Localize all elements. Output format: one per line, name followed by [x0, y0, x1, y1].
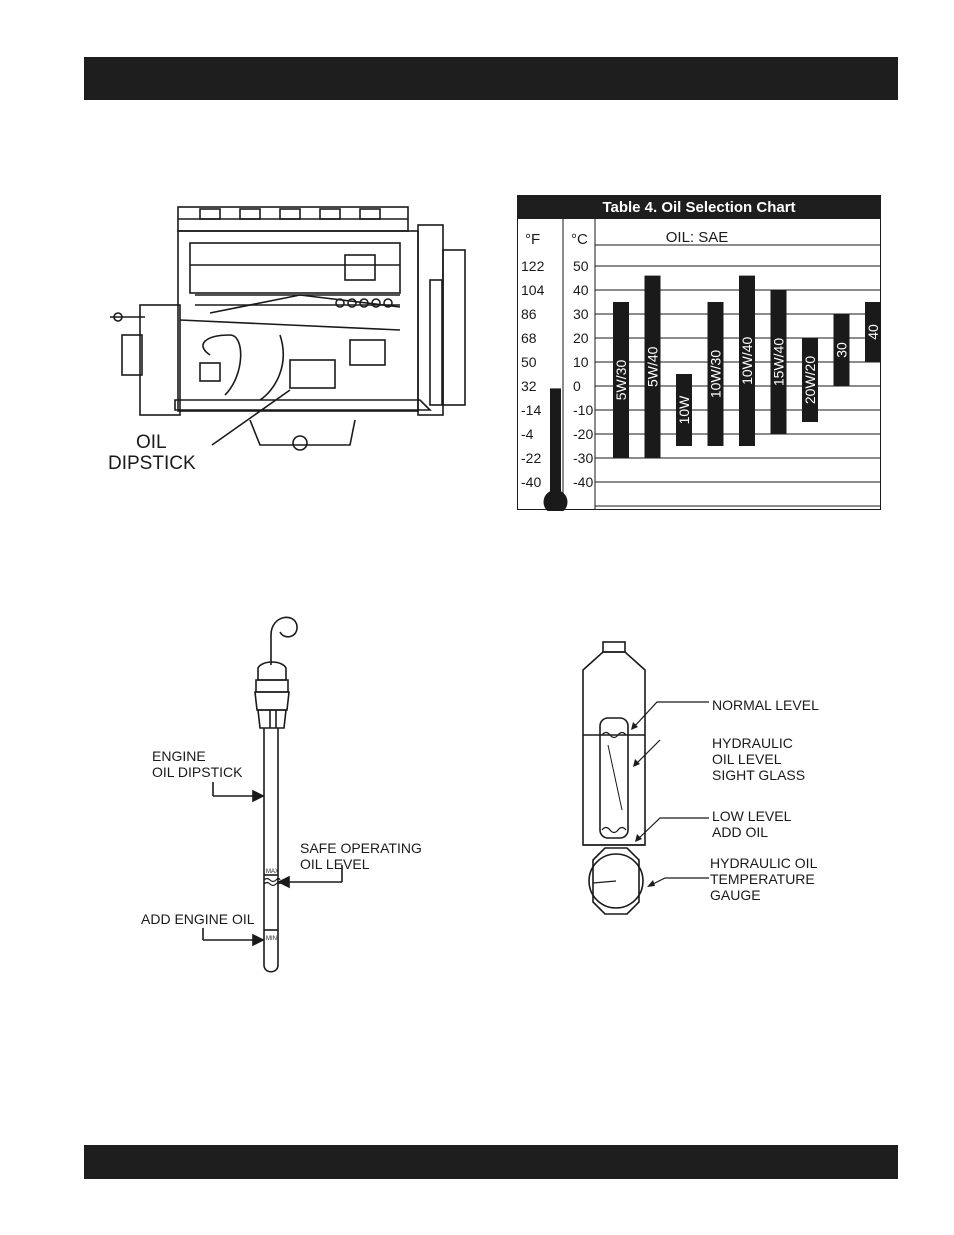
oil-dipstick-callout-line2: DIPSTICK — [108, 453, 196, 474]
celsius-tick: 50 — [573, 258, 589, 274]
engine-label-line2: OIL DIPSTICK — [152, 764, 243, 780]
celsius-tick: 10 — [573, 354, 589, 370]
celsius-tick: 40 — [573, 282, 589, 298]
engine-illustration — [110, 206, 466, 451]
thermometer-column — [550, 388, 561, 500]
max-mark: MAX — [266, 869, 279, 875]
fahrenheit-tick: 86 — [521, 306, 537, 322]
chart-title: Table 4. Oil Selection Chart — [602, 199, 795, 216]
celsius-tick: -40 — [573, 474, 593, 490]
celsius-tick: -20 — [573, 426, 593, 442]
thermometer-bulb — [543, 490, 568, 511]
fahrenheit-tick: 68 — [521, 330, 537, 346]
dipstick-callout-arrows — [202, 782, 343, 947]
fahrenheit-tick: -40 — [521, 474, 541, 490]
oil-grade-label: 20W/20 — [802, 356, 818, 404]
gauge-label-line1: HYDRAULIC OIL — [710, 855, 818, 871]
oil-selection-chart: Table 4. Oil Selection Chart °F °C OIL: … — [517, 195, 881, 511]
oil-grade-bar — [739, 275, 755, 446]
add-engine-oil-label: ADD ENGINE OIL — [141, 911, 255, 927]
oil-grade-label: 5W/30 — [613, 360, 629, 401]
oil-dipstick-callout-line1: OIL — [136, 432, 167, 453]
celsius-tick: -30 — [573, 450, 593, 466]
safe-operating-label-line2: OIL LEVEL — [300, 856, 370, 872]
oil-grade-label: 5W/40 — [645, 346, 661, 387]
oil-grade-bar — [802, 338, 818, 422]
celsius-tick: 30 — [573, 306, 589, 322]
header-bar — [84, 57, 898, 100]
sight-glass-label-line1: HYDRAULIC — [712, 735, 793, 751]
fahrenheit-tick: 104 — [521, 282, 545, 298]
celsius-tick: -10 — [573, 402, 593, 418]
gauge-label-line2: TEMPERATURE — [710, 871, 815, 887]
oil-grade-bar — [833, 314, 850, 386]
oil-grade-label: 10W/40 — [739, 336, 755, 384]
fahrenheit-tick: 32 — [521, 378, 537, 394]
fahrenheit-tick: -22 — [521, 450, 541, 466]
celsius-header: °C — [571, 231, 588, 248]
low-level-label-line1: LOW LEVEL — [712, 808, 792, 824]
low-level-label-line2: ADD OIL — [712, 824, 769, 840]
fahrenheit-tick: -4 — [521, 426, 534, 442]
oil-grade-label: 30 — [834, 342, 850, 358]
engine-oil-dipstick-illustration: MAX MIN — [254, 616, 298, 973]
footer-bar — [84, 1145, 898, 1179]
normal-level-label: NORMAL LEVEL — [712, 697, 819, 713]
oil-sae-header: OIL: SAE — [666, 229, 729, 246]
oil-grade-bar — [613, 302, 629, 458]
oil-grade-label: 40 — [865, 324, 881, 340]
oil-grade-bar — [770, 290, 787, 434]
fahrenheit-tick: 50 — [521, 354, 537, 370]
fahrenheit-header: °F — [525, 231, 540, 248]
oil-grade-bar — [707, 302, 724, 446]
sight-glass-label-line2: OIL LEVEL — [712, 751, 782, 767]
celsius-tick: 20 — [573, 330, 589, 346]
oil-grade-bar — [676, 374, 692, 446]
min-mark: MIN — [266, 936, 277, 942]
hydraulic-sight-glass-illustration — [582, 641, 709, 915]
oil-grade-label: 10W/30 — [708, 350, 724, 398]
engine-label-line1: ENGINE — [152, 748, 206, 764]
oil-grade-bar — [865, 302, 881, 362]
gauge-label-line3: GAUGE — [710, 887, 761, 903]
sight-glass-label-line3: SIGHT GLASS — [712, 767, 806, 783]
oil-grade-label: 10W — [676, 395, 692, 425]
fahrenheit-tick: -14 — [521, 402, 541, 418]
oil-grade-bar — [644, 275, 661, 458]
oil-grade-label: 15W/40 — [771, 338, 787, 386]
chart-title-bar — [517, 195, 881, 219]
safe-operating-label-line1: SAFE OPERATING — [300, 840, 422, 856]
fahrenheit-tick: 122 — [521, 258, 545, 274]
celsius-tick: 0 — [573, 378, 581, 394]
